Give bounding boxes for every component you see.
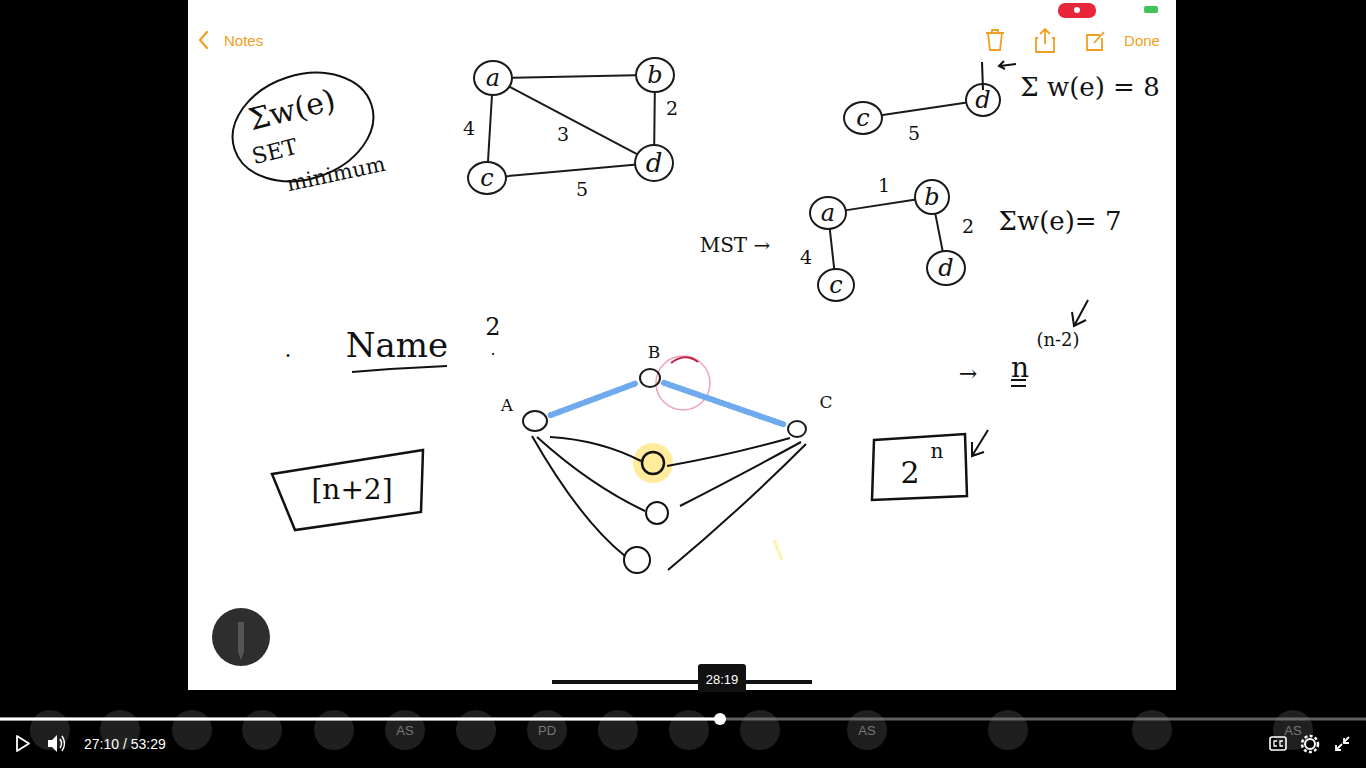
edge-weight: 4 (800, 248, 812, 267)
highlight-edge (664, 383, 784, 425)
graph-edge (510, 87, 636, 154)
handwritten-note: . (285, 339, 292, 361)
edge-weight: 5 (908, 124, 920, 143)
handwritten-note: Σw(e) (246, 85, 339, 135)
edge-line (507, 165, 634, 176)
vertex-letter: c (480, 166, 493, 190)
ui-text: AS (396, 724, 413, 737)
edge-line (664, 383, 784, 425)
handwritten-note: (n-2) (1036, 331, 1079, 349)
handwritten-note: n (1011, 354, 1029, 382)
ui-text: 28:19 (706, 673, 739, 686)
highlight-edge (551, 383, 636, 415)
vertex-letter: c (856, 106, 869, 130)
ui-text: Notes (224, 33, 263, 48)
graph-vertex: d (634, 144, 674, 182)
edge-line (551, 383, 636, 415)
edge-weight: 2 (666, 99, 678, 118)
edge-line (830, 230, 834, 268)
graph-vertex: d (926, 250, 966, 286)
handwritten-note: Name (346, 328, 448, 362)
vertex-letter: c (829, 273, 842, 297)
graph-edge (883, 103, 966, 115)
graph-edge (847, 200, 914, 210)
graph-vertex: d (965, 83, 1001, 117)
handwritten-note: minimum (285, 153, 387, 194)
handwritten-note: Σw(e)= 7 (999, 208, 1122, 234)
handwritten-note: Σ w(e) = 8 (1020, 74, 1159, 100)
graph-edge (513, 75, 635, 77)
ui-text: AS (1284, 724, 1301, 737)
edge-weight: 4 (463, 119, 475, 138)
handwritten-note: → (959, 363, 977, 385)
edge-line (510, 87, 636, 154)
handwritten-note: 2 (900, 458, 919, 488)
graph-vertex: c (467, 161, 507, 195)
vertex-letter: B (648, 344, 661, 361)
vertex-letter: b (647, 63, 662, 87)
graph-vertex: A (522, 410, 548, 432)
edge-weight: 3 (557, 125, 569, 144)
handwritten-note: 2 (485, 315, 500, 339)
graph-vertex: B (639, 368, 661, 388)
edge-line (488, 96, 492, 161)
edge-weight: 5 (576, 180, 588, 199)
edge-line (513, 75, 635, 77)
ui-text: PD (538, 724, 556, 737)
graph-edge (830, 230, 834, 268)
vertex-letter: d (938, 256, 953, 280)
graph-vertex: c (817, 268, 855, 302)
ui-text: AS (858, 724, 875, 737)
graph-vertex: b (635, 57, 675, 93)
handwritten-note: . (490, 342, 495, 358)
vertex-letter: C (819, 394, 832, 411)
edge-weight: 1 (878, 176, 890, 195)
vertex-letter: A (501, 397, 513, 414)
graph-edge (935, 215, 942, 251)
edge-line (935, 215, 942, 251)
graph-edge (507, 165, 634, 176)
handwritten-note: MST → (700, 235, 771, 255)
graph-edge (488, 96, 492, 161)
graph-vertex: b (914, 179, 950, 215)
graph-vertex: c (843, 101, 883, 135)
edge-line (847, 200, 914, 210)
ui-text: 27:10 / 53:29 (84, 737, 166, 751)
vertex-letter: d (646, 150, 663, 176)
graph-edge (654, 93, 656, 144)
vertex-letter: b (924, 185, 939, 209)
vertex-letter: a (821, 201, 835, 225)
vertex-letter: d (975, 88, 990, 112)
handwritten-note: [n+2] (311, 476, 392, 504)
vertex-letter: a (486, 66, 500, 90)
edge-line (883, 103, 966, 115)
graph-vertex: a (809, 196, 847, 230)
graph-vertex: C (787, 420, 807, 438)
graph-vertex: a (473, 60, 513, 96)
edge-line (653, 93, 656, 144)
handwritten-note: n (931, 441, 944, 461)
handwritten-note: SET (250, 136, 300, 168)
edge-weight: 2 (962, 217, 974, 236)
ui-text: Done (1124, 33, 1160, 48)
